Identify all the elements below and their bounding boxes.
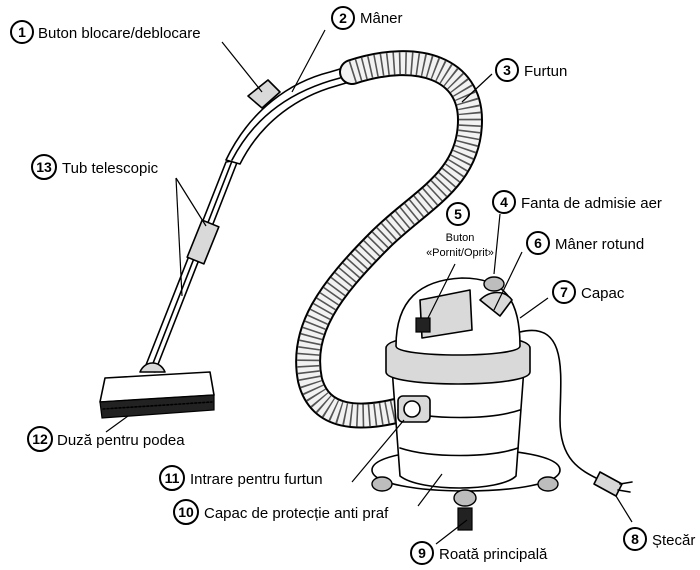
callout-label: Furtun [524, 63, 567, 80]
callout-number: 2 [339, 10, 347, 26]
callout-label: Roată principală [439, 546, 548, 563]
callout-9: 9 Roată principală [411, 542, 548, 564]
callout-number: 13 [36, 159, 52, 175]
callout-number: 11 [165, 470, 180, 486]
callout-1: 1 Buton blocare/deblocare [11, 21, 201, 43]
callout-number: 9 [418, 545, 426, 561]
telescopic-tube-drawing [144, 160, 238, 372]
callout-6: 6 Mâner rotund [527, 232, 644, 254]
callout-label: Buton blocare/deblocare [38, 25, 201, 42]
callout-4: 4 Fanta de admisie aer [493, 191, 662, 213]
callout-label: Tub telescopic [62, 160, 159, 177]
callout-label-line1: Buton [446, 232, 475, 244]
callout-label: Duză pentru podea [57, 432, 185, 449]
callout-label: Intrare pentru furtun [190, 471, 323, 488]
callout-label: Mâner [360, 10, 403, 27]
callout-number: 4 [500, 194, 508, 210]
callout-number: 3 [503, 62, 511, 78]
callout-label: Ștecăr [652, 532, 695, 549]
callout-label: Capac de protecție anti praf [204, 505, 389, 522]
callout-number: 5 [454, 206, 462, 222]
callout-number: 8 [631, 531, 639, 547]
callout-11: 11 Intrare pentru furtun [160, 466, 323, 490]
callout-number: 1 [18, 24, 26, 40]
callout-number: 7 [560, 284, 568, 300]
callout-3: 3 Furtun [496, 59, 567, 81]
callout-number: 10 [178, 504, 194, 520]
callout-number: 12 [32, 431, 48, 447]
callout-number: 6 [534, 235, 542, 251]
callout-5: 5 Buton «Pornit/Oprit» [426, 203, 494, 259]
callout-8: 8 Ștecăr [624, 528, 695, 550]
callout-label: Mâner rotund [555, 236, 644, 253]
callout-13: 13 Tub telescopic [32, 155, 159, 179]
callout-label: Fanta de admisie aer [521, 195, 662, 212]
callout-label: Capac [581, 285, 625, 302]
callout-7: 7 Capac [553, 281, 625, 303]
tank-drawing [372, 277, 560, 530]
vacuum-cleaner-illustration [100, 63, 632, 530]
floor-nozzle-drawing [100, 363, 214, 418]
callout-10: 10 Capac de protecție anti praf [174, 500, 389, 524]
handle-drawing [226, 66, 356, 164]
callout-2: 2 Mâner [332, 7, 403, 29]
callout-label-line2: «Pornit/Oprit» [426, 247, 494, 259]
callout-12: 12 Duză pentru podea [28, 427, 185, 451]
